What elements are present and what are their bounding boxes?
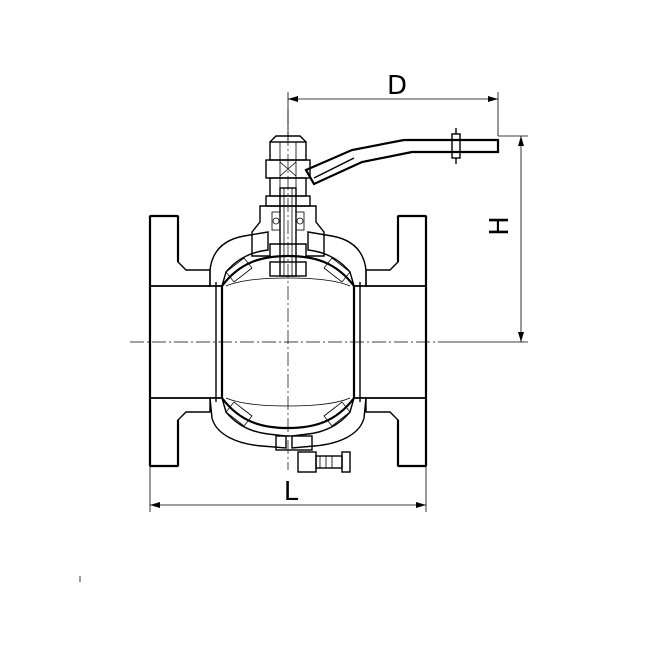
right-flange [365, 214, 428, 468]
dimension-d: D [287, 71, 499, 140]
dimension-h-label: H [485, 216, 515, 236]
stem-assembly [251, 135, 325, 277]
valve-body-lower [209, 397, 367, 451]
dimension-l-label: L [284, 477, 299, 507]
drain-plug [297, 451, 351, 473]
ball [215, 254, 361, 430]
dimension-l: L [149, 466, 427, 512]
dimension-h: H [440, 135, 528, 343]
left-flange [148, 214, 211, 468]
centerlines [130, 110, 440, 470]
dimension-d-label: D [387, 71, 407, 101]
handle-lever [304, 128, 500, 186]
